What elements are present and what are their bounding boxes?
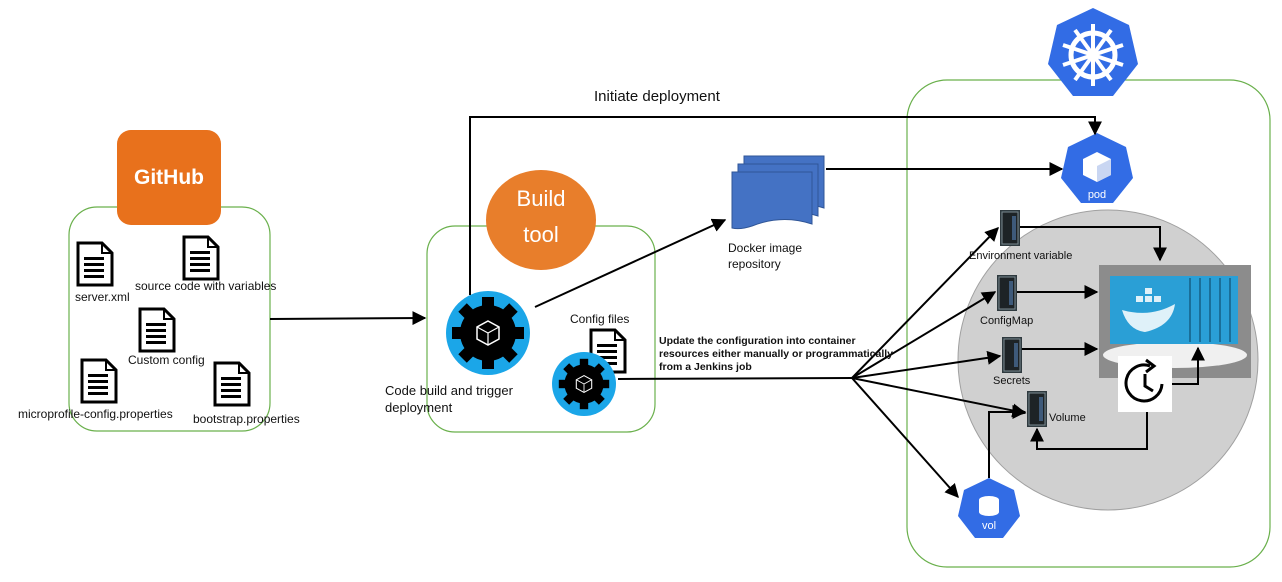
config-files-label: Config files [570, 312, 630, 326]
microprofile-document-icon [80, 358, 118, 404]
github-badge-label: GitHub [134, 165, 204, 189]
bootstrap-document-icon [213, 361, 251, 407]
docker-image-repository-icon [731, 155, 825, 230]
to-vol-arrow [851, 377, 959, 499]
custom-config-document-icon [138, 307, 176, 353]
update-config-label-line2: resources either manually or programmati… [659, 348, 894, 360]
configmap-server-icon [996, 274, 1018, 312]
source-code-label: source code with variables [135, 279, 277, 293]
build-tool-circle [486, 170, 596, 270]
initiate-deployment-label: Initiate deployment [594, 88, 720, 105]
docker-repository-label-line2: repository [728, 257, 781, 271]
pod-icon [1061, 133, 1133, 203]
build-to-repository-arrow [534, 218, 727, 308]
config-gear-icon [558, 358, 610, 410]
vol-icon [958, 478, 1020, 538]
env-var-to-container-arrow [1020, 226, 1167, 262]
pod-label: pod [1087, 189, 1107, 201]
update-config-label-line1: Update the configuration into container [659, 335, 856, 347]
volume-server-icon [1026, 390, 1048, 428]
refresh-to-container-arrow [1172, 346, 1205, 385]
docker-repository-label-line1: Docker image [728, 241, 803, 255]
code-build-gear-icon [451, 296, 525, 370]
build-tool-label-line1: Build [516, 186, 566, 211]
to-volume-arrow [851, 377, 1027, 418]
code-build-label-line1: Code build and trigger [385, 383, 513, 398]
volume-label: Volume [1049, 412, 1086, 424]
kubernetes-helm-wheel-icon [1048, 8, 1138, 96]
initiate-deployment-arrow [469, 116, 1102, 295]
github-badge [117, 130, 221, 225]
vol-to-volume-arrow [988, 405, 1027, 478]
server-xml-label: server.xml [75, 290, 130, 304]
custom-config-label: Custom config [128, 353, 205, 367]
code-build-label-line2: deployment [385, 400, 453, 415]
environment-variable-server-icon [999, 209, 1021, 247]
to-secrets-arrow [851, 350, 1002, 379]
github-to-build-arrow [269, 311, 427, 326]
build-tool-label-line2: tool [523, 222, 559, 247]
config-update-line [617, 377, 853, 380]
microprofile-label: microprofile-config.properties [18, 407, 173, 421]
docker-container-icon [1099, 265, 1251, 378]
vol-label: vol [981, 520, 997, 532]
bootstrap-label: bootstrap.properties [193, 412, 300, 426]
clock-refresh-icon [1118, 356, 1172, 412]
configmap-label: ConfigMap [980, 315, 1034, 327]
source-code-document-icon [182, 235, 220, 281]
to-configmap-arrow [851, 291, 997, 379]
refresh-to-volume-arrow [1030, 412, 1148, 450]
server-xml-document-icon [76, 241, 114, 287]
secrets-label: Secrets [993, 375, 1031, 387]
environment-variable-label: Environment variable [969, 250, 1073, 262]
secrets-server-icon [1001, 336, 1023, 374]
update-config-label-line3: from a Jenkins job [659, 361, 752, 373]
to-environment-variable-arrow [851, 226, 999, 379]
